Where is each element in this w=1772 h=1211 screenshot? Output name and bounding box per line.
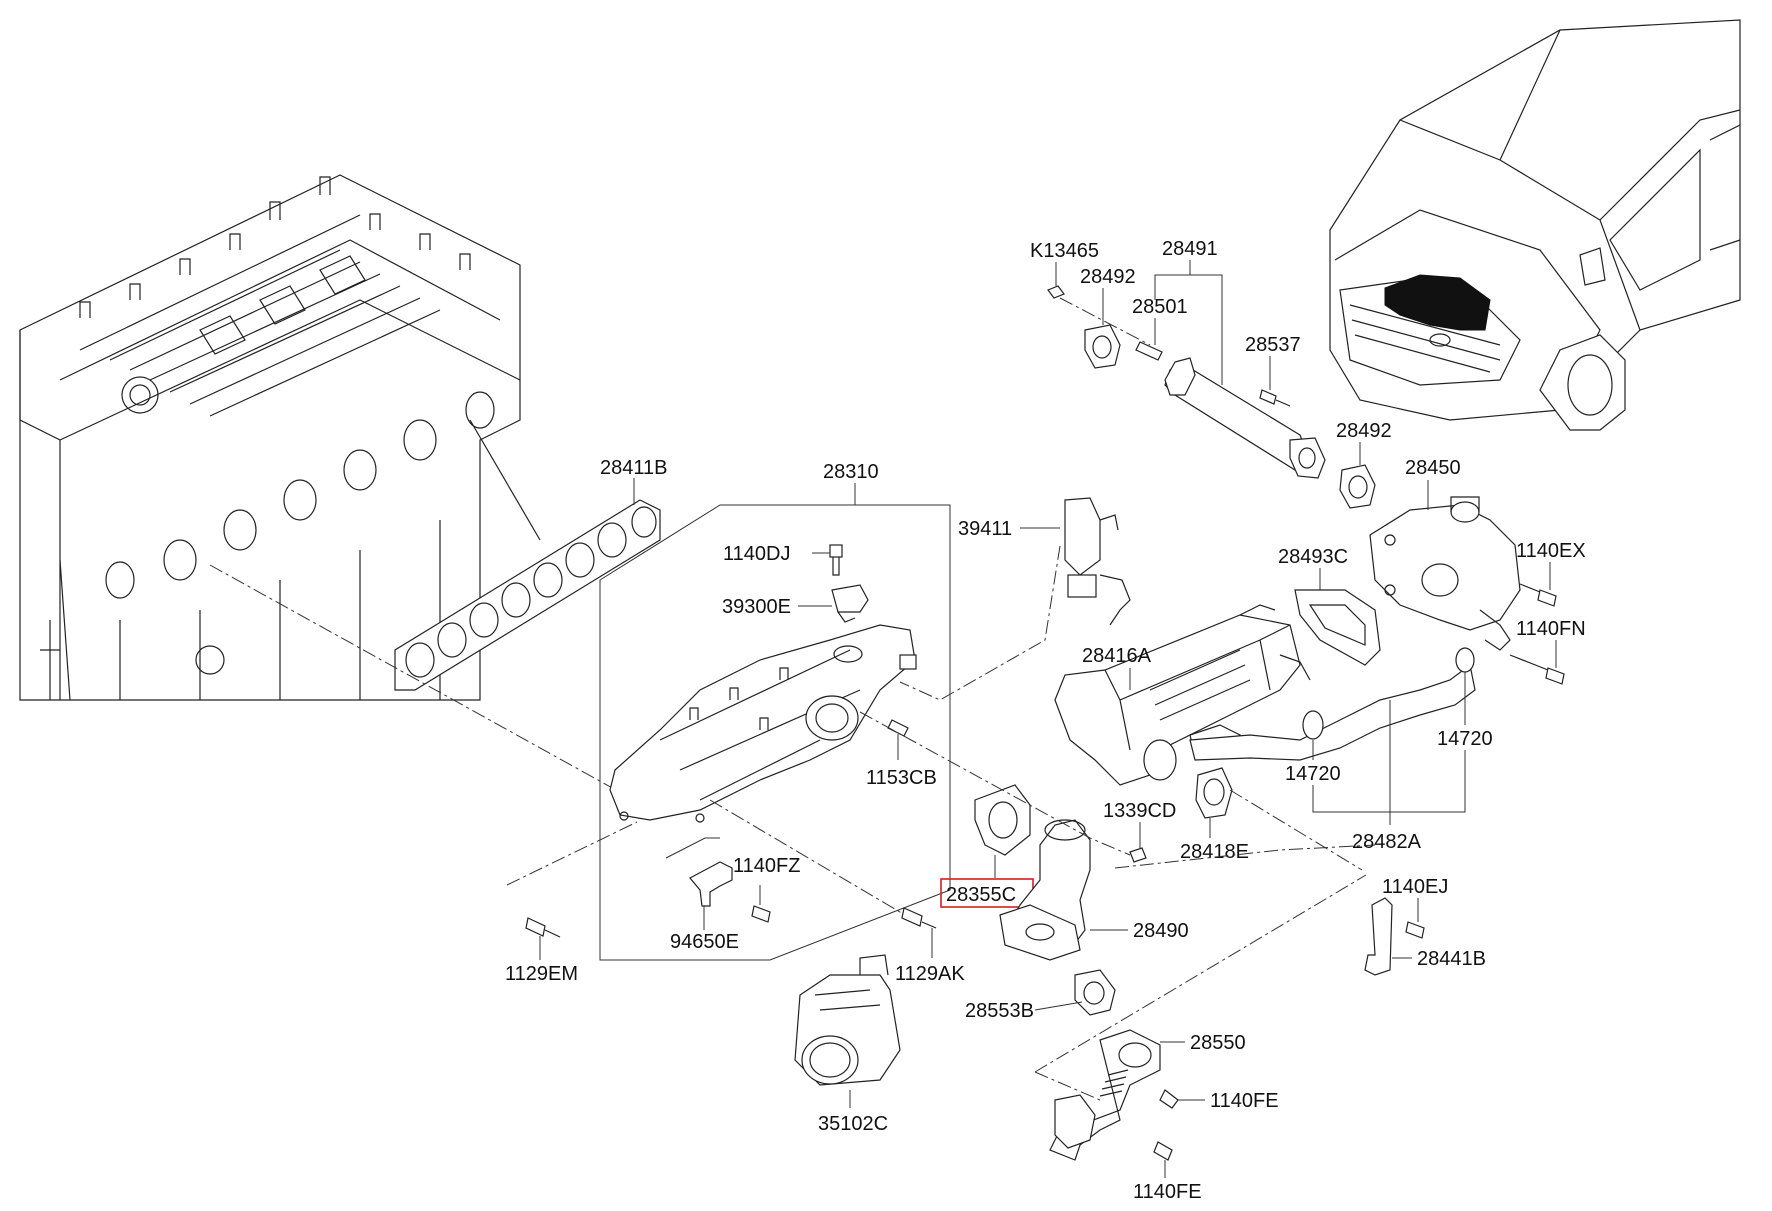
bolt-1140EJ-icon (1405, 921, 1425, 939)
label-1129EM: 1129EM (505, 963, 578, 985)
egr-cooler-28416A (1054, 604, 1311, 786)
bolt-28537-icon (1259, 389, 1291, 407)
label-1140DJ: 1140DJ (723, 543, 790, 565)
label-28537: 28537 (1245, 334, 1301, 356)
bolt-1140FE-icon (1153, 1089, 1179, 1161)
throttle-body-35102C (794, 954, 901, 1086)
label-28492-b: 28492 (1336, 420, 1392, 442)
label-28355C: 28355C (946, 884, 1016, 906)
egr-pipe-28550 (1049, 1029, 1161, 1161)
label-28553B: 28553B (965, 1000, 1034, 1022)
label-28491: 28491 (1162, 238, 1218, 260)
label-28490: 28490 (1133, 920, 1189, 942)
gasket-28492-b (1339, 464, 1376, 509)
label-28416A: 28416A (1082, 645, 1152, 667)
label-1140EX: 1140EX (1516, 540, 1586, 562)
stud-1153CB-icon (887, 719, 909, 737)
label-28501: 28501 (1132, 296, 1188, 318)
bolt-1140FZ-icon (751, 905, 771, 923)
egr-pipe-28491 (1164, 357, 1326, 479)
clamp-14720-icon (1302, 647, 1475, 740)
gasket-28355C (974, 784, 1031, 856)
intake-gasket-28411B (394, 499, 661, 691)
label-28441B: 28441B (1417, 948, 1486, 970)
label-1153CB: 1153CB (866, 767, 937, 789)
label-1140FN: 1140FN (1516, 618, 1586, 640)
label-14720-a: 14720 (1285, 763, 1341, 785)
cylinder-head-illustration (19, 174, 541, 701)
gasket-28418E (1195, 767, 1233, 819)
group-frame-28310 (599, 504, 951, 961)
label-1140FE-a: 1140FE (1210, 1090, 1279, 1112)
bolt-1129EM-icon (525, 917, 561, 938)
label-28492-a: 28492 (1080, 266, 1136, 288)
label-28482A: 28482A (1352, 831, 1422, 853)
label-35102C: 35102C (818, 1113, 888, 1135)
intake-manifold-28310 (609, 624, 917, 823)
label-1140FE-b: 1140FE (1133, 1181, 1202, 1203)
gasket-28553B (1074, 969, 1116, 1016)
bracket-28441B-icon (1364, 897, 1393, 976)
egr-valve-28450 (1369, 496, 1521, 651)
sensor-39300E-icon (831, 584, 869, 623)
label-28310: 28310 (823, 461, 879, 483)
bolt-1140FN-icon (1509, 654, 1565, 685)
nut-K13465-icon (1047, 285, 1065, 299)
egr-pipe-28490 (999, 819, 1091, 961)
vehicle-locator-illustration (1329, 19, 1741, 431)
label-28411B: 28411B (600, 457, 667, 479)
label-1140EJ: 1140EJ (1382, 876, 1448, 898)
label-1129AK: 1129AK (895, 963, 965, 985)
gasket-28492-a (1084, 324, 1121, 369)
hose-28482A (1189, 663, 1476, 761)
stud-28501-icon (1135, 341, 1163, 361)
label-14720-b: 14720 (1437, 728, 1493, 750)
label-1339CD: 1339CD (1103, 800, 1176, 822)
label-28450: 28450 (1405, 457, 1461, 479)
gasket-28493C (1294, 589, 1381, 666)
solenoid-39411 (1064, 497, 1131, 626)
nut-1339CD-icon (1129, 847, 1147, 863)
label-28550: 28550 (1190, 1032, 1246, 1054)
label-K13465: K13465 (1030, 240, 1099, 262)
bolt-1140DJ-icon (829, 544, 843, 576)
label-28418E: 28418E (1180, 841, 1249, 863)
bolt-1140EX-icon (1519, 583, 1557, 607)
label-94650E: 94650E (670, 931, 739, 953)
label-39411: 39411 (958, 518, 1012, 540)
label-1140FZ: 1140FZ (733, 855, 800, 877)
label-28493C: 28493C (1278, 546, 1348, 568)
bolt-1129AK-icon (901, 907, 937, 929)
vehicle-engine-location-marker (1384, 274, 1491, 331)
label-39300E: 39300E (722, 596, 791, 618)
bracket-94650E-icon (689, 861, 733, 907)
